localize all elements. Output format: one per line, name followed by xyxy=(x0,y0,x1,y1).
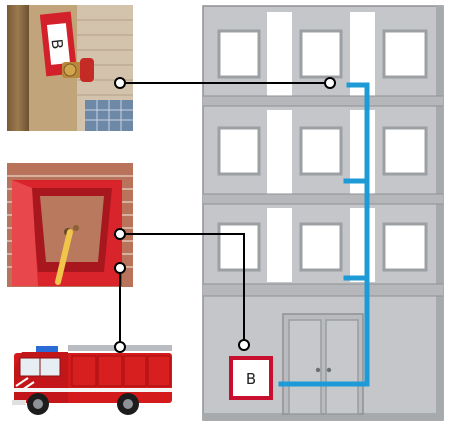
building xyxy=(202,5,444,421)
connector-lines xyxy=(119,82,330,347)
endpoint-dot xyxy=(238,339,250,351)
light-strip xyxy=(350,208,375,282)
entrance-door xyxy=(282,313,364,415)
endpoint-dot xyxy=(114,262,126,274)
riser-main-line xyxy=(278,82,370,387)
endpoint-dot xyxy=(114,228,126,240)
valve-photo: B xyxy=(7,5,133,131)
light-strip xyxy=(267,208,292,282)
inlet-sign-box xyxy=(229,356,273,400)
window xyxy=(382,29,428,79)
endpoint-dot xyxy=(114,77,126,89)
building-base-shade xyxy=(203,413,443,420)
window xyxy=(382,126,428,176)
connector-cabinet-to-inlet xyxy=(120,233,245,345)
cabinet-photo xyxy=(7,163,133,287)
inlet-sign: B xyxy=(229,356,273,400)
building-side-shade xyxy=(436,6,443,420)
inlet-sign-label: B xyxy=(246,370,256,388)
connector-endpoints xyxy=(114,77,336,353)
window xyxy=(217,29,261,79)
riser-pipe xyxy=(278,82,370,387)
door-knob xyxy=(315,367,321,373)
endpoint-dot xyxy=(114,341,126,353)
light-strip xyxy=(350,12,375,96)
endpoint-dot xyxy=(324,77,336,89)
light-strip xyxy=(267,110,292,194)
window xyxy=(299,126,343,176)
window xyxy=(217,126,261,176)
window xyxy=(382,222,428,272)
window xyxy=(299,29,343,79)
window xyxy=(217,222,261,272)
truck-photo xyxy=(12,345,172,415)
windows xyxy=(217,29,428,272)
door-knob xyxy=(326,367,332,373)
photo-sign-label: B xyxy=(48,38,67,50)
window xyxy=(299,222,343,272)
